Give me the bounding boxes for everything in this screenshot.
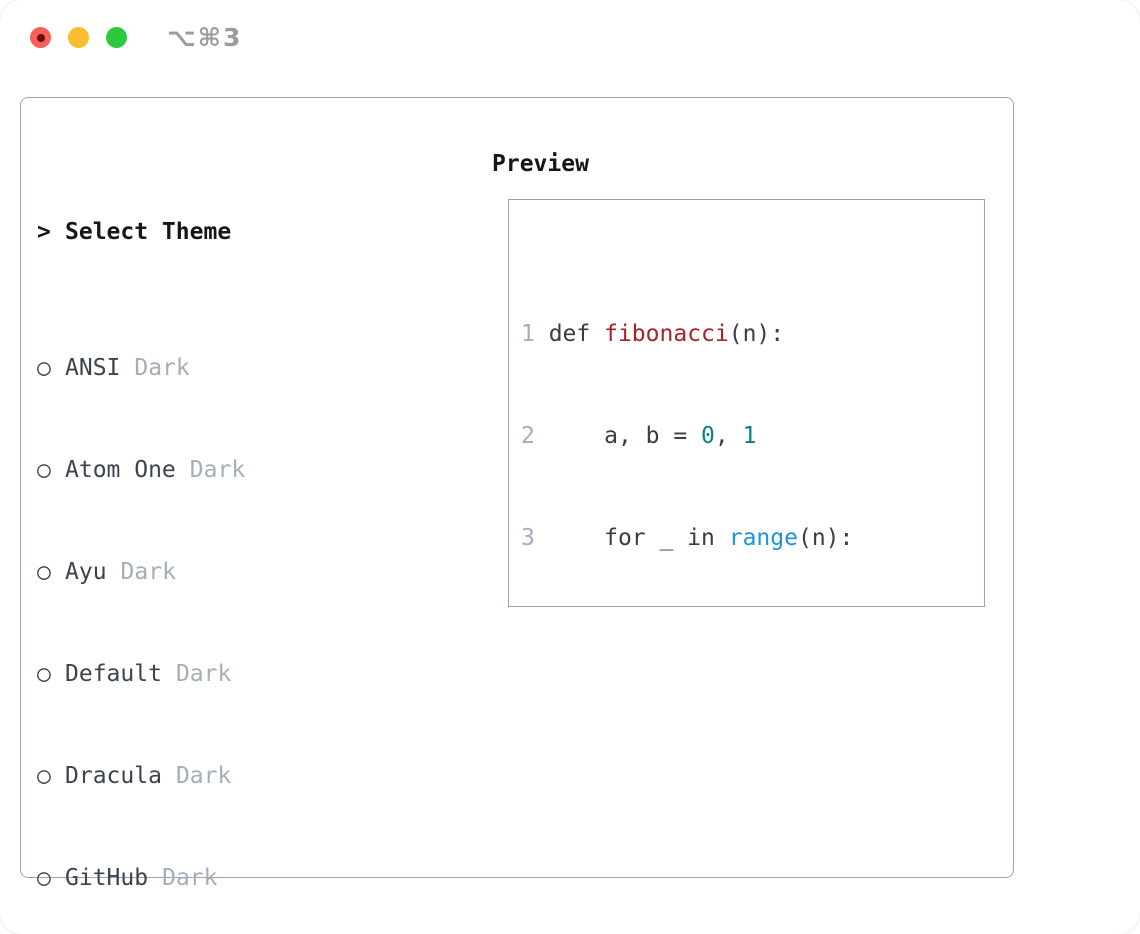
code-line-1: 1 def fibonacci(n): [521,321,785,347]
line-number: 2 [521,423,535,449]
radio-icon: ○ [37,865,51,891]
preview-pane: 1 def fibonacci(n): 2 a, b = 0, 1 3 for … [508,199,985,607]
preview-title: Preview [492,151,589,177]
builtin-name: range [728,525,798,551]
radio-icon: ○ [37,661,51,687]
theme-variant-tag: Dark [162,865,218,891]
radio-icon: ○ [37,763,51,789]
close-button[interactable] [30,27,51,48]
theme-variant-tag: Dark [134,355,190,381]
window-shortcut-label: ⌥⌘3 [167,23,243,52]
line-number: 1 [521,321,535,347]
titlebar: ⌥⌘3 [30,23,243,52]
select-theme-header: > Select Theme [37,215,425,249]
theme-variant-tag: Dark [120,559,176,585]
line-number: 3 [521,525,535,551]
radio-icon: ○ [37,355,51,381]
theme-variant-tag: Dark [175,661,232,687]
theme-variant-tag: Dark [175,763,232,789]
prompt-caret-icon: > [37,219,51,245]
function-name: fibonacci [604,321,729,347]
select-theme-title: Select Theme [65,219,232,245]
zoom-button[interactable] [106,27,127,48]
number-literal: 0 [701,423,715,449]
radio-icon: ○ [37,559,51,585]
number-literal: 1 [742,423,757,449]
theme-variant-tag: Dark [189,457,246,483]
record-dot-icon [36,33,45,42]
code-line-3: 3 for _ in range(n): [521,525,854,551]
minimize-button[interactable] [68,27,89,48]
radio-icon: ○ [37,457,51,483]
code-line-2: 2 a, b = 0, 1 [521,423,757,449]
